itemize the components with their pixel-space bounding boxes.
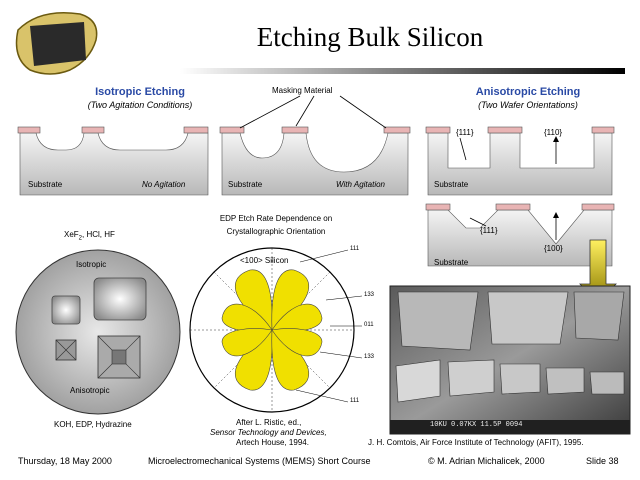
substrate-label-4: Substrate [434,258,469,267]
credit-line3: Artech House, 1994. [236,438,309,447]
xef2-chemicals-label: XeF2, HCl, HF [64,230,115,242]
cu-logo [15,11,98,75]
wafer-left [15,249,181,415]
anisotropic-section-110 [425,126,615,196]
photo-credit: J. H. Comtois, Air Force Institute of Te… [368,438,584,447]
orientation-tick-1: 111 [350,246,360,252]
footer-course: Microelectromechanical Systems (MEMS) Sh… [148,456,371,466]
footer-copyright: © M. Adrian Michalicek, 2000 [428,456,545,466]
anisotropic-heading: Anisotropic Etching [475,86,581,98]
footer-slide-number: Slide 38 [586,456,619,466]
credit-line2: Sensor Technology and Devices, [210,428,327,437]
orientation-111-top: {111} [456,128,474,137]
isotropic-wafer-label: Isotropic [76,260,107,269]
substrate-label-3: Substrate [434,180,469,189]
title-divider [180,68,625,74]
footer-date: Thursday, 18 May 2000 [18,456,112,466]
substrate-label-2: Substrate [228,180,263,189]
orientation-tick-2: 133 [364,292,375,298]
orientation-100-bottom: {100} [544,244,563,253]
anisotropic-section-100 [425,203,615,267]
koh-chemicals-label: KOH, EDP, Hydrazine [54,420,132,429]
isotropic-section-with-agitation [219,95,411,196]
no-agitation-label: No Agitation [142,180,186,189]
isotropic-heading: Isotropic Etching [95,86,185,98]
credit-line1: After L. Ristic, ed., [236,418,302,427]
sem-overlay-text: 10KU 0.07KX 11.5P 0094 [430,421,523,429]
orientation-tick-3: 011 [364,322,374,328]
masking-material-label: Masking Material [272,86,333,95]
orientation-111-bottom: {111} [480,226,498,235]
orientation-tick-4: 133 [364,354,375,360]
isotropic-subheading: (Two Agitation Conditions) [87,100,193,110]
anisotropic-wafer-label: Anisotropic [70,386,110,395]
edp-caption-line1: EDP Etch Rate Dependence on [219,214,333,223]
with-agitation-label: With Agitation [336,180,385,189]
orientation-110-top: {110} [544,128,563,137]
anisotropic-subheading: (Two Wafer Orientations) [478,100,578,110]
isotropic-section-no-agitation [17,126,209,196]
sem-micrograph [389,285,631,435]
substrate-label-1: Substrate [28,180,63,189]
slide-title: Etching Bulk Silicon [256,22,484,52]
wafer-right [189,247,363,413]
orientation-tick-5: 111 [350,398,360,404]
edp-caption-line2: Crystallographic Orientation [226,227,326,236]
silicon-100-label: <100> Silicon [240,256,289,265]
